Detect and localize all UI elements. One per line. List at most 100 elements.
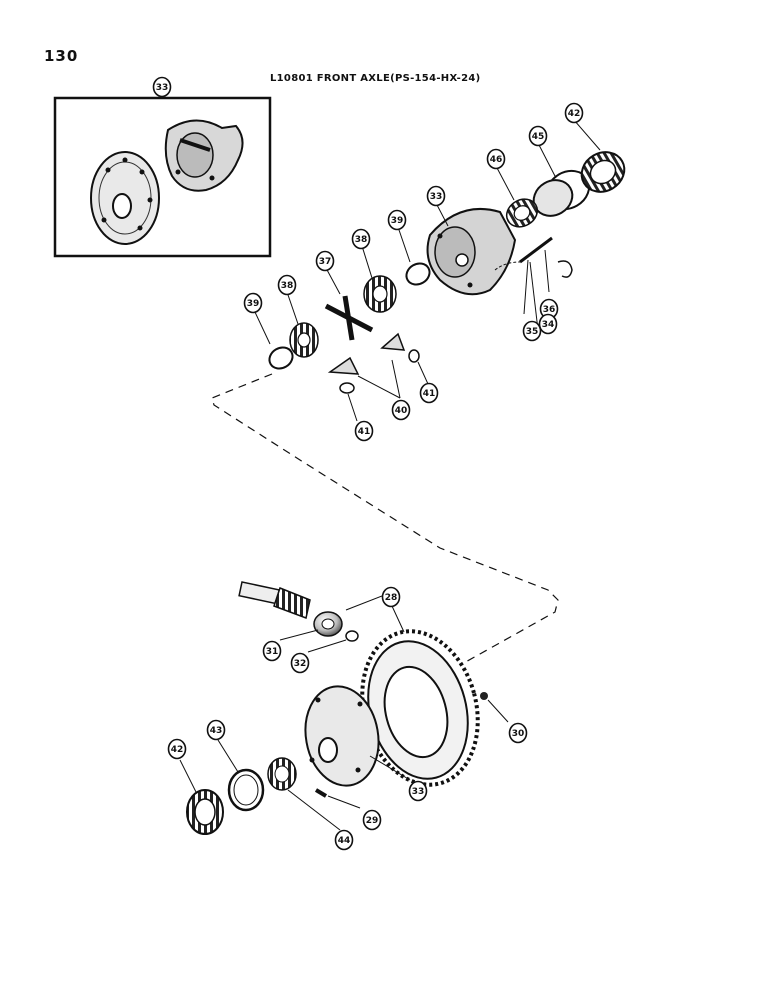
callout-number: 34 bbox=[542, 320, 555, 330]
callout-bot-28: 28 bbox=[381, 586, 401, 608]
callout-top-39-left: 39 bbox=[243, 292, 263, 314]
callout-number: 42 bbox=[568, 109, 581, 119]
leader-lines bbox=[179, 119, 601, 831]
callout-circle bbox=[206, 719, 226, 741]
callout-top-34: 34 bbox=[538, 313, 558, 335]
callout-circle bbox=[167, 738, 187, 760]
callout-circle bbox=[419, 382, 439, 404]
snap-ring-32 bbox=[345, 630, 359, 642]
bearing-cup-45 bbox=[532, 169, 591, 217]
callout-circle bbox=[486, 148, 506, 170]
callout-top-35: 35 bbox=[522, 320, 542, 342]
page-number: 130 bbox=[44, 47, 79, 65]
thrust-washer-39-right bbox=[405, 262, 431, 286]
callout-top-40: 40 bbox=[391, 399, 411, 421]
callout-bot-43: 43 bbox=[206, 719, 226, 741]
thrust-washers-41 bbox=[339, 349, 420, 394]
callout-bot-32: 32 bbox=[290, 652, 310, 674]
callout-circle bbox=[522, 320, 542, 342]
callout-number: 36 bbox=[543, 305, 556, 315]
callout-number: 33 bbox=[412, 787, 425, 797]
callout-circle bbox=[152, 76, 172, 98]
callout-circle bbox=[290, 652, 310, 674]
callout-bot-33: 33 bbox=[408, 780, 428, 802]
callout-circle bbox=[408, 780, 428, 802]
callout-number: 38 bbox=[355, 235, 368, 245]
callout-top-38-left: 38 bbox=[277, 274, 297, 296]
callout-number: 33 bbox=[430, 192, 443, 202]
callout-number: 31 bbox=[266, 647, 279, 657]
pinion-bearing-31 bbox=[313, 611, 343, 637]
callout-number: 38 bbox=[281, 281, 294, 291]
callout-top-42: 42 bbox=[564, 102, 584, 124]
callout-circle bbox=[351, 228, 371, 250]
callout-circle bbox=[362, 809, 382, 831]
bearing-42-bottom bbox=[186, 789, 224, 835]
bearing-cone-42-top bbox=[580, 151, 626, 193]
callout-top-39-right: 39 bbox=[387, 209, 407, 231]
side-gear-38-right bbox=[363, 275, 397, 313]
bearing-cone-44 bbox=[267, 757, 297, 791]
callout-bot-42: 42 bbox=[167, 738, 187, 760]
callout-circle bbox=[387, 209, 407, 231]
callout-bot-44: 44 bbox=[334, 829, 354, 851]
callout-number: 43 bbox=[210, 726, 223, 736]
callout-number: 39 bbox=[391, 216, 404, 226]
callout-circle bbox=[243, 292, 263, 314]
callout-number: 32 bbox=[294, 659, 307, 669]
callout-circle bbox=[538, 313, 558, 335]
drive-pinion-28 bbox=[238, 581, 311, 620]
callout-number: 39 bbox=[247, 299, 260, 309]
callout-number: 44 bbox=[338, 836, 351, 846]
differential-case-half-33-top bbox=[426, 208, 517, 296]
callout-top-45: 45 bbox=[528, 125, 548, 147]
callout-number: 28 bbox=[385, 593, 398, 603]
callout-number: 37 bbox=[319, 257, 332, 267]
callout-number: 41 bbox=[423, 389, 436, 399]
callout-number: 45 bbox=[532, 132, 545, 142]
callout-number: 41 bbox=[358, 427, 371, 437]
callout-number: 42 bbox=[171, 745, 184, 755]
callout-circle bbox=[508, 722, 528, 744]
callout-circle bbox=[381, 586, 401, 608]
pin-bolt-34-35 bbox=[494, 236, 553, 271]
bearing-46-top bbox=[505, 198, 539, 228]
callout-bot-29: 29 bbox=[362, 809, 382, 831]
pinion-gears-40 bbox=[327, 332, 406, 375]
callout-top-41-right: 41 bbox=[419, 382, 439, 404]
callout-top-38-right: 38 bbox=[351, 228, 371, 250]
bolt-29 bbox=[314, 788, 328, 798]
lock-wire-36 bbox=[557, 260, 573, 278]
callout-bot-30: 30 bbox=[508, 722, 528, 744]
inset-case-assembly bbox=[53, 96, 272, 258]
callout-top-33: 33 bbox=[426, 185, 446, 207]
callout-circle bbox=[277, 274, 297, 296]
differential-case-half-33-bottom bbox=[304, 685, 380, 787]
callout-number: 40 bbox=[395, 406, 408, 416]
cross-shaft-37 bbox=[324, 295, 374, 341]
callout-number: 30 bbox=[512, 729, 525, 739]
callout-circle bbox=[262, 640, 282, 662]
callout-circle bbox=[564, 102, 584, 124]
callout-inset-33: 33 bbox=[152, 76, 172, 98]
plug-30 bbox=[480, 692, 488, 700]
callout-number: 35 bbox=[526, 327, 539, 337]
callout-circle bbox=[315, 250, 335, 272]
callout-circle bbox=[426, 185, 446, 207]
callout-circle bbox=[354, 420, 374, 442]
side-gear-38-left bbox=[289, 322, 319, 358]
page-title: L10801 FRONT AXLE(PS-154-HX-24) bbox=[270, 73, 481, 84]
callout-number: 33 bbox=[156, 83, 169, 93]
callout-circle bbox=[391, 399, 411, 421]
bearing-cup-43 bbox=[227, 768, 265, 812]
callout-bot-31: 31 bbox=[262, 640, 282, 662]
callout-top-46: 46 bbox=[486, 148, 506, 170]
assembly-guide-line bbox=[211, 373, 559, 665]
thrust-washer-39-left bbox=[268, 346, 294, 370]
callout-top-37: 37 bbox=[315, 250, 335, 272]
callout-number: 46 bbox=[490, 155, 503, 165]
callout-top-41-left: 41 bbox=[354, 420, 374, 442]
callout-circle bbox=[528, 125, 548, 147]
